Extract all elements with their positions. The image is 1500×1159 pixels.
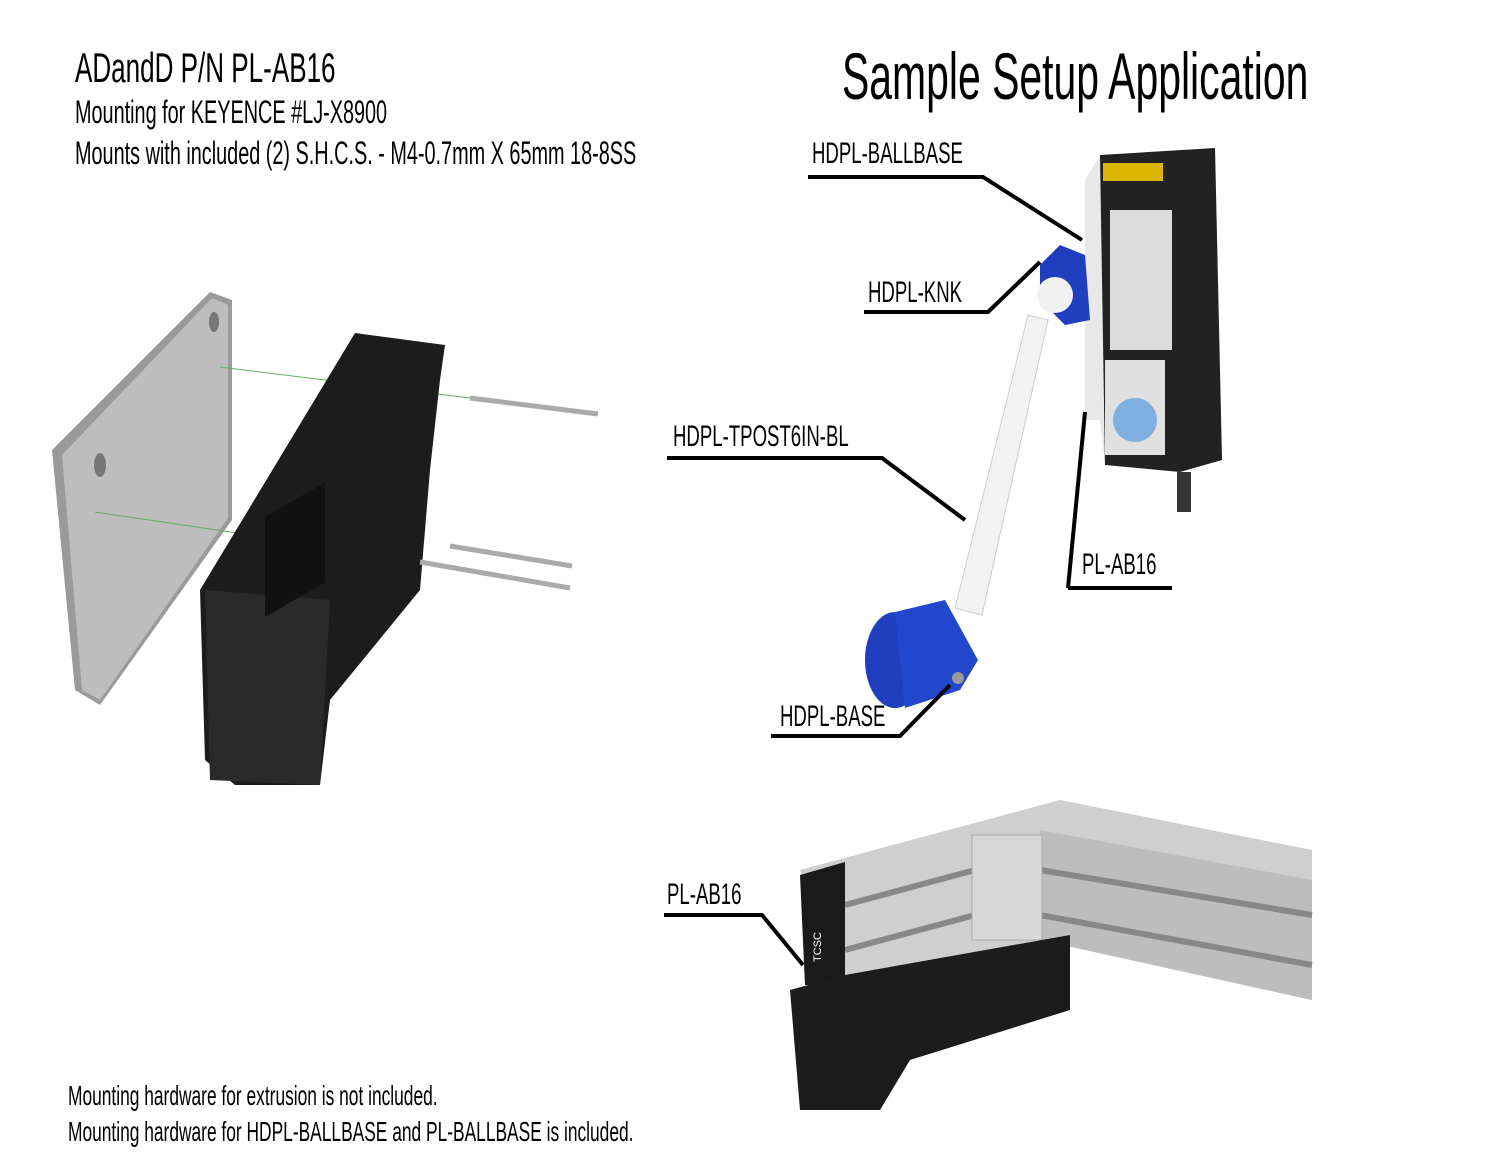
setup-sensor (1085, 148, 1222, 512)
base (865, 600, 978, 708)
callout-knk: HDPL-KNK (868, 276, 963, 309)
callout-pl-ab16-extrusion: PL-AB16 (667, 878, 742, 911)
callout-pl-ab16-setup: PL-AB16 (1082, 548, 1157, 581)
tpost (954, 314, 1049, 616)
keyence-sensor (200, 333, 445, 785)
mounting-plate (52, 292, 232, 705)
hardware-text: Mounts with included (2) S.H.C.S. - M4-0… (75, 135, 637, 171)
callout-tpost: HDPL-TPOST6IN-BL (673, 420, 849, 453)
sample-setup-title: Sample Setup Application (842, 39, 1309, 113)
extrusion-setup (790, 800, 1313, 1110)
footer-note-1: Mounting hardware for extrusion is not i… (68, 1080, 438, 1111)
screws (419, 395, 599, 591)
mounting-for-text: Mounting for KEYENCE #LJ-X8900 (75, 94, 388, 130)
bracket-logo: TCSC (812, 932, 824, 962)
callout-ballbase: HDPL-BALLBASE (812, 137, 963, 170)
leader-lines (664, 175, 1172, 967)
part-number-title: ADandD P/N PL-AB16 (75, 44, 336, 91)
callout-base: HDPL-BASE (780, 700, 886, 733)
ball-knuckle (1037, 245, 1090, 325)
footer-note-2: Mounting hardware for HDPL-BALLBASE and … (68, 1116, 634, 1147)
